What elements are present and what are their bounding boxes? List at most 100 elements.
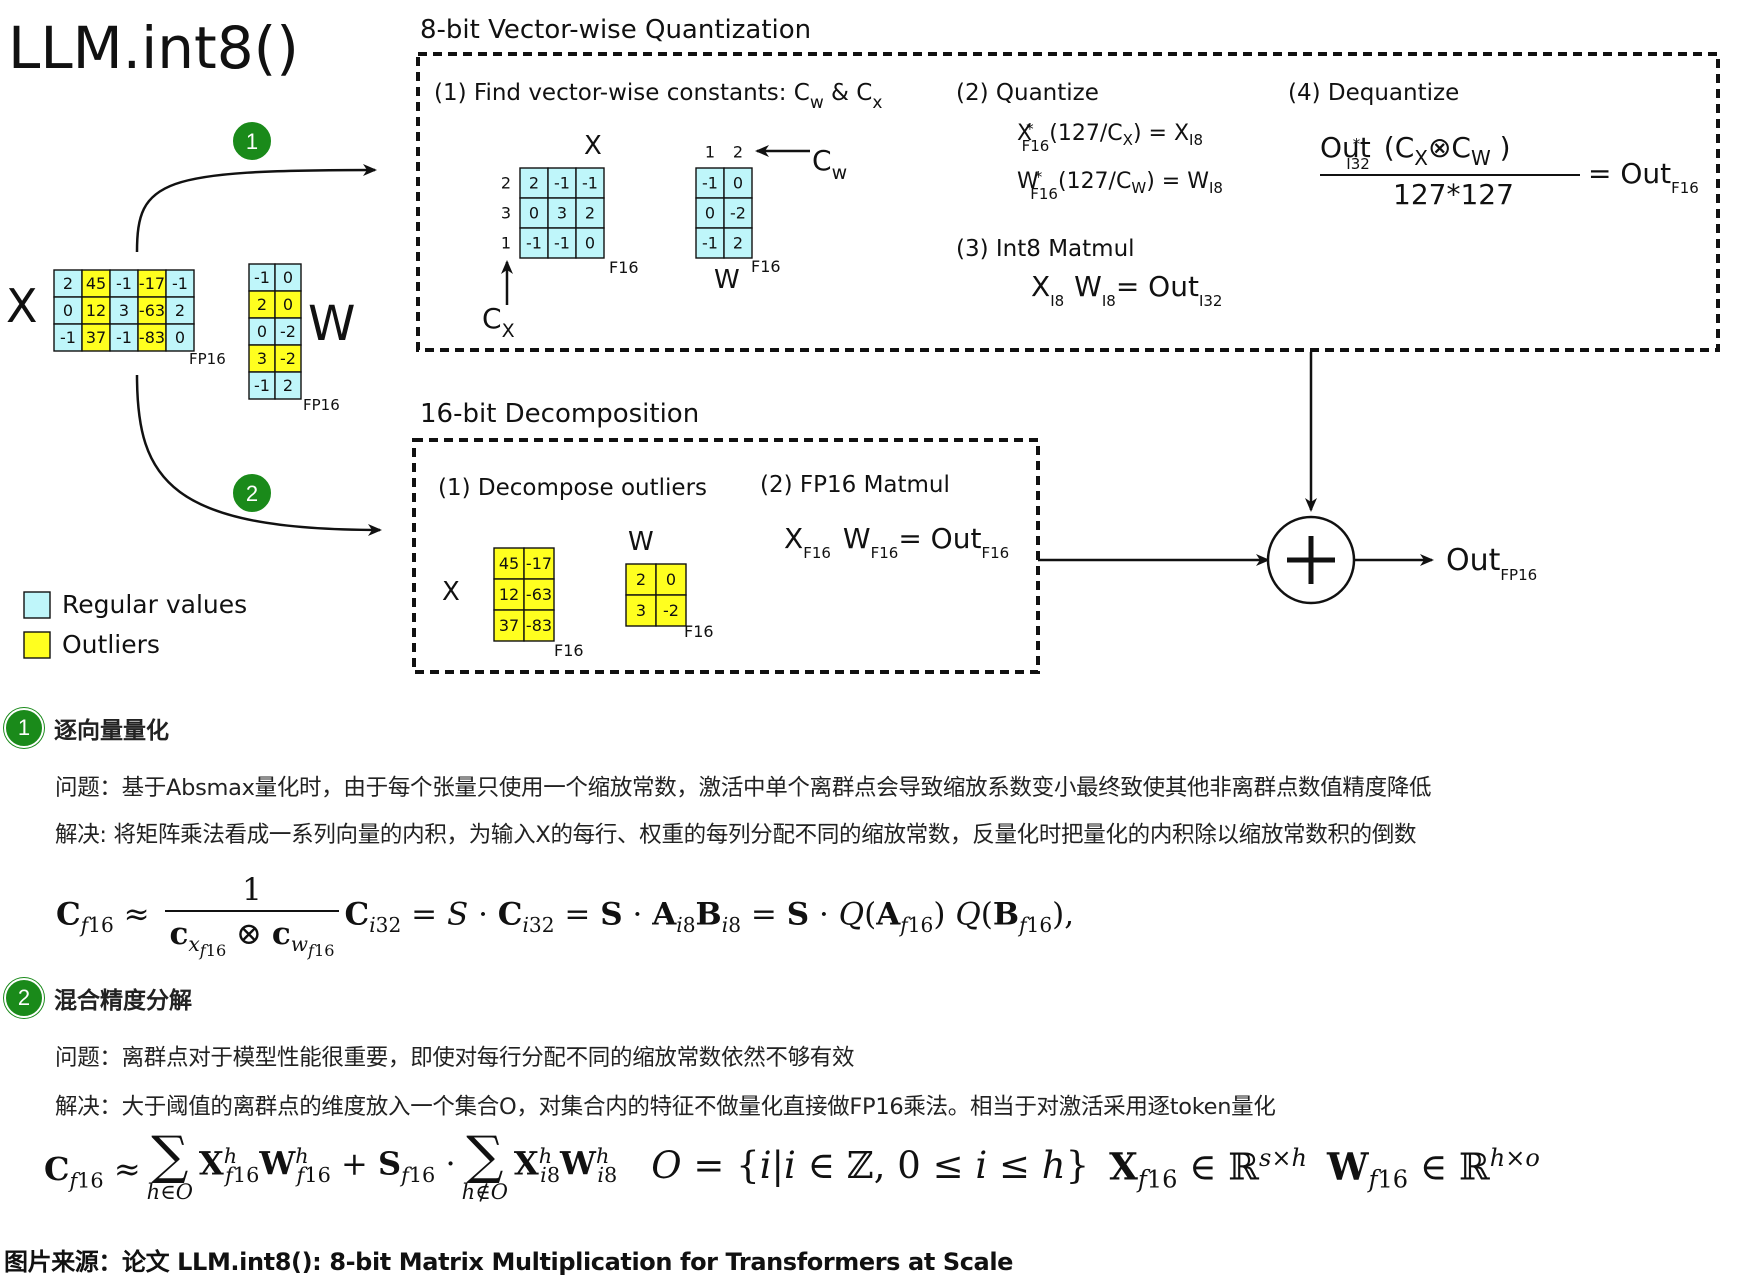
matrix-cell-value: 3 [557,204,567,223]
matrix-cell [655,563,687,596]
matrix-cell [81,296,111,325]
matrix-cell-value: -1 [582,174,598,193]
input-x-fp16: FP16 [189,350,226,368]
matrix-cell [493,547,525,580]
index-label: 1 [501,234,511,253]
section1-title: 逐向量量化 [54,718,169,744]
matrix-cell [695,197,725,229]
dequant-result: = OutF16 [1588,157,1699,197]
decomp-step2-label: (2) FP16 Matmul [760,472,950,498]
index-label: 2 [733,143,743,162]
quant-x-f16: F16 [609,258,639,277]
decomp-box-title: 16-bit Decomposition [420,399,699,429]
matrix-cell [523,609,555,642]
section2-badge: 2 [4,978,44,1018]
matrix-cell-value: 12 [499,585,519,604]
matrix-cell [81,323,111,352]
decomp-x-f16: F16 [554,641,584,660]
matrix-cell-value: 2 [733,234,743,253]
matrix-cell-value: 3 [636,601,646,620]
section1-header: 1 逐向量量化 [4,708,169,748]
index-label: 2 [501,174,511,193]
quant-x-row-index: 231 [501,174,511,253]
diagram-canvas: 8-bit Vector-wise Quantization 16-bit De… [6,15,1720,674]
matrix-cell [274,290,302,319]
quant-step4-label: (4) Dequantize [1288,80,1459,106]
matrix-cell-value: 2 [257,295,267,314]
path2-arrow [135,374,382,536]
matrix-cell-value: 0 [257,322,267,341]
matrix-cell [493,578,525,611]
path1-arrow [135,164,377,253]
matrix-cell-value: 37 [86,328,106,347]
matrix-cell-value: -1 [702,234,718,253]
path2-badge [231,472,273,514]
matrix-cell-value: 3 [119,301,129,320]
quantize-x-formula: X*F16(127/CX) = XI8 [1017,120,1203,155]
matrix-cell-value: 2 [636,570,646,589]
matrix-cell-value: 45 [86,274,106,293]
matrix-cell-value: 12 [86,301,106,320]
matrix-cell [248,371,276,400]
matrix-cell [248,263,276,292]
matrix-cell-value: -83 [139,328,165,347]
matrix-cell-value: -1 [116,274,132,293]
decomp-box-border [412,438,1040,674]
matrix-cell-value: 0 [705,204,715,223]
dequant-numerator: Out*I32(CX⊗CW ) [1320,131,1511,173]
matrix-cell [723,227,753,259]
matrix-cell-value: -1 [554,174,570,193]
matrix-cell-value: 0 [283,295,293,314]
matrix-cell-value: -63 [139,301,165,320]
matrix-cell [165,323,195,352]
matrix-cell-value: -2 [280,349,296,368]
matrix-cell-value: -1 [554,234,570,253]
matrix-cell-value: 0 [63,301,73,320]
cw-label: Cw [812,144,847,184]
matrix-cell [137,296,167,325]
path2-badge-text: 2 [246,481,258,506]
section1-solution: 解决: 将矩阵乘法看成一系列向量的内积，为输入X的每行、权重的每列分配不同的缩放… [55,822,1417,848]
matrix-cell [695,227,725,259]
matrix-cell-value: 2 [585,204,595,223]
matrix-cell-value: 37 [499,616,519,635]
output-label: OutFP16 [1446,543,1537,584]
cx-label: CX [482,302,515,342]
quant-w-label: W [714,265,740,295]
index-label: 1 [705,143,715,162]
matrix-cell [274,344,302,373]
quant-step2-label: (2) Quantize [956,80,1099,106]
quant-w-f16: F16 [751,257,781,276]
quant-step3-label: (3) Int8 Matmul [956,236,1135,262]
matrix-cell-value: -63 [526,585,552,604]
section2-title: 混合精度分解 [54,988,192,1014]
matrix-cell [274,371,302,400]
matrix-cell-value: 3 [257,349,267,368]
matrix-cell-value: -2 [730,204,746,223]
decomp-x-label: X [442,577,460,607]
matrix-cell-value: -1 [254,268,270,287]
matrix-cell [248,344,276,373]
matrix-cell-value: 0 [283,268,293,287]
matrix-cell-value: 0 [585,234,595,253]
quant-step1-label: (1) Find vector-wise constants: Cw & Cx [434,80,882,113]
matrix-cell [274,317,302,346]
section2-solution: 解决：大于阈值的离群点的维度放入一个集合O，对集合内的特征不做量化直接做FP16… [55,1094,1276,1120]
matrix-cell [723,197,753,229]
matrix-cell-value: -1 [172,274,188,293]
legend-regular-swatch [23,591,51,619]
matrix-cell-value: 2 [529,174,539,193]
legend-outlier-label: Outliers [62,630,160,659]
decomp-w-f16: F16 [684,622,714,641]
matrix-cell-value: -1 [254,376,270,395]
quant-box-border [416,52,1720,352]
matrix-cell-value: 45 [499,554,519,573]
matrix-cell-value: -1 [702,174,718,193]
legend-regular-label: Regular values [62,590,247,619]
input-w-fp16: FP16 [303,396,340,414]
matrix-cell-value: -17 [139,274,165,293]
